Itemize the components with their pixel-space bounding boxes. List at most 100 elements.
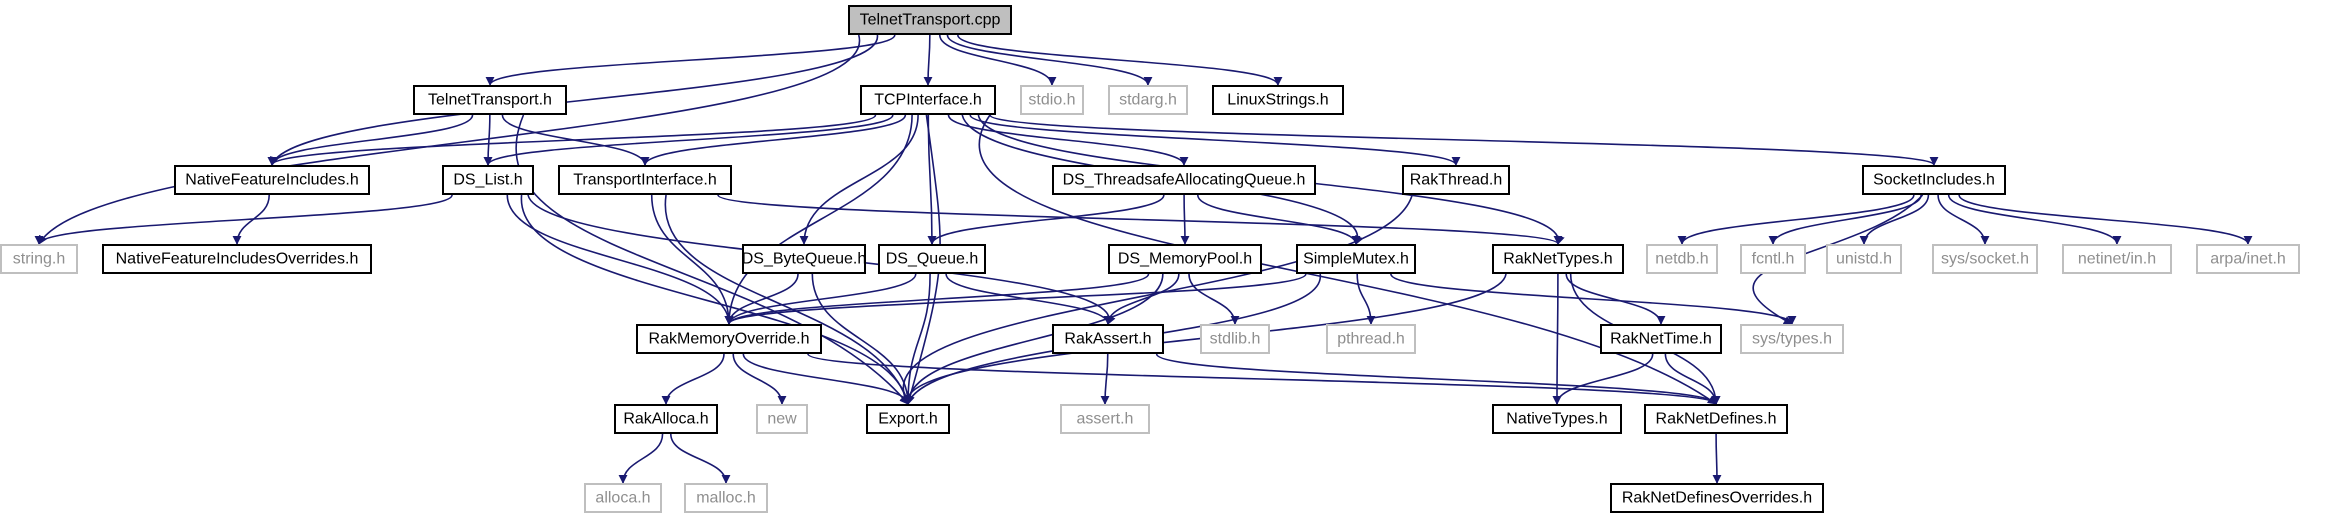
edge-TelnetTransport_cpp-to-TCPInterface_h (923, 34, 933, 86)
edge-TelnetTransport_h-to-DS_List_h (483, 114, 493, 166)
node-box (684, 483, 768, 513)
node-malloc-h: malloc.h (684, 483, 768, 513)
node-box (584, 483, 662, 513)
edge-RakAlloca_h-to-alloca_h (618, 433, 664, 484)
edge-RakNetTypes_h-to-Export_h (901, 273, 1507, 405)
edge-RakNetTime_h-to-RakNetDefines_h (1664, 353, 1721, 405)
edge-RakMemoryOverride_h-to-Export_h (742, 353, 913, 405)
node-rakmemoryoverride-h[interactable]: RakMemoryOverride.h (636, 324, 822, 354)
node-ds-queue-h[interactable]: DS_Queue.h (878, 244, 986, 274)
node-stdarg-h: stdarg.h (1108, 85, 1188, 115)
edge-TCPInterface_h-to-RakThread_h (969, 114, 1461, 166)
node-label: DS_MemoryPool.h (1118, 251, 1252, 268)
node-label: DS_ByteQueue.h (742, 251, 867, 268)
node-box (2196, 244, 2300, 274)
node-box (1108, 85, 1188, 115)
node-sys-socket-h: sys/socket.h (1932, 244, 2038, 274)
edge-SocketIncludes_h-to-sys_socket_h (1937, 194, 1990, 245)
node-label: LinuxStrings.h (1227, 92, 1328, 109)
edge-RakNetTypes_h-to-RakNetTime_h (1565, 273, 1666, 325)
edge-DS_Queue_h-to-Export_h (903, 273, 931, 405)
node-label: DS_ThreadsafeAllocatingQueue.h (1063, 172, 1306, 189)
node-simplemutex-h[interactable]: SimpleMutex.h (1296, 244, 1416, 274)
edge-TelnetTransport_cpp-to-stdio_h (938, 34, 1057, 86)
node-label: unistd.h (1836, 251, 1892, 268)
node-box (1862, 165, 2006, 195)
edge-SocketIncludes_h-to-arpa_inet_h (1958, 194, 2253, 245)
node-box (742, 244, 866, 274)
node-box (102, 244, 372, 274)
edge-SimpleMutex_h-to-sys_types_h (1390, 273, 1797, 325)
edge-TCPInterface_h-to-DS_ThreadsafeAllocatingQueue_h (947, 114, 1189, 166)
node-ds-bytequeue-h[interactable]: DS_ByteQueue.h (742, 244, 867, 274)
node-ds-memorypool-h[interactable]: DS_MemoryPool.h (1108, 244, 1262, 274)
node-linuxstrings-h[interactable]: LinuxStrings.h (1212, 85, 1344, 115)
node-box (1932, 244, 2038, 274)
node-box (866, 404, 950, 434)
node-sys-types-h: sys/types.h (1740, 324, 1844, 354)
node-label: alloca.h (595, 490, 650, 507)
edge-RakMemoryOverride_h-to-RakNetDefines_h (807, 353, 1721, 405)
node-raknetdefinesoverrides-h[interactable]: RakNetDefinesOverrides.h (1610, 483, 1824, 513)
node-box (1402, 165, 1510, 195)
edge-SocketIncludes_h-to-netdb_h (1677, 194, 1915, 245)
node-nativefeatureincludesoverrides-h[interactable]: NativeFeatureIncludesOverrides.h (102, 244, 372, 274)
node-pthread-h: pthread.h (1326, 324, 1416, 354)
edge-TCPInterface_h-to-TransportInterface_h (640, 114, 907, 166)
edge-TelnetTransport_cpp-to-stdarg_h (946, 34, 1153, 86)
node-telnettransport-h[interactable]: TelnetTransport.h (413, 85, 567, 115)
edge-RakAlloca_h-to-malloc_h (670, 433, 731, 484)
node-box (1212, 85, 1344, 115)
edge-TelnetTransport_h-to-NativeFeatureIncludes_h (267, 114, 474, 166)
node-box (756, 404, 808, 434)
node-ds-threadsafeallocatingqueue-h[interactable]: DS_ThreadsafeAllocatingQueue.h (1052, 165, 1316, 195)
node-box (1060, 404, 1150, 434)
node-box (1826, 244, 1902, 274)
edge-SocketIncludes_h-to-netinet_in_h (1947, 194, 2122, 245)
node-tcpinterface-h[interactable]: TCPInterface.h (860, 85, 996, 115)
edges-layer (34, 34, 2253, 484)
node-raknettypes-h[interactable]: RakNetTypes.h (1492, 244, 1624, 274)
node-ds-list-h[interactable]: DS_List.h (442, 165, 534, 195)
node-rakalloca-h[interactable]: RakAlloca.h (614, 404, 718, 434)
edge-TCPInterface_h-to-NativeFeatureIncludes_h (267, 114, 877, 166)
node-box (860, 85, 996, 115)
node-box (0, 244, 78, 274)
node-telnettransport-cpp[interactable]: TelnetTransport.cpp (848, 5, 1012, 35)
edge-TelnetTransport_cpp-to-TelnetTransport_h (485, 34, 896, 86)
node-label: RakNetDefines.h (1656, 411, 1777, 428)
node-label: RakNetDefinesOverrides.h (1622, 490, 1812, 507)
edge-DS_MemoryPool_h-to-Export_h (903, 273, 1164, 405)
node-box (2062, 244, 2172, 274)
node-fcntl-h: fcntl.h (1740, 244, 1806, 274)
edge-RakThread_h-to-Export_h (900, 194, 1413, 405)
edge-DS_MemoryPool_h-to-RakMemoryOverride_h (724, 273, 1150, 325)
node-nativetypes-h[interactable]: NativeTypes.h (1492, 404, 1622, 434)
node-box (878, 244, 986, 274)
node-rakthread-h[interactable]: RakThread.h (1402, 165, 1510, 195)
node-box (1740, 244, 1806, 274)
node-nativefeatureincludes-h[interactable]: NativeFeatureIncludes.h (174, 165, 370, 195)
node-label: arpa/inet.h (2210, 251, 2286, 268)
node-raknetdefines-h[interactable]: RakNetDefines.h (1644, 404, 1788, 434)
node-label: stdio.h (1028, 92, 1075, 109)
node-string-h: string.h (0, 244, 78, 274)
node-label: RakAssert.h (1064, 331, 1151, 348)
node-stdio-h: stdio.h (1020, 85, 1084, 115)
node-rakassert-h[interactable]: RakAssert.h (1052, 324, 1164, 354)
edge-TelnetTransport_cpp-to-NativeFeatureIncludes_h (270, 34, 879, 166)
node-netdb-h: netdb.h (1646, 244, 1718, 274)
node-box (1600, 324, 1722, 354)
node-raknettime-h[interactable]: RakNetTime.h (1600, 324, 1722, 354)
node-export-h[interactable]: Export.h (866, 404, 950, 434)
edge-TransportInterface_h-to-Export_h (664, 194, 911, 405)
edge-DS_List_h-to-Export_h (520, 194, 911, 405)
node-socketincludes-h[interactable]: SocketIncludes.h (1862, 165, 2006, 195)
edge-SimpleMutex_h-to-RakMemoryOverride_h (724, 273, 1307, 325)
edge-DS_List_h-to-string_h (34, 194, 453, 245)
node-transportinterface-h[interactable]: TransportInterface.h (558, 165, 732, 195)
node-label: NativeTypes.h (1506, 411, 1607, 428)
edge-DS_MemoryPool_h-to-stdlib_h (1188, 273, 1240, 325)
